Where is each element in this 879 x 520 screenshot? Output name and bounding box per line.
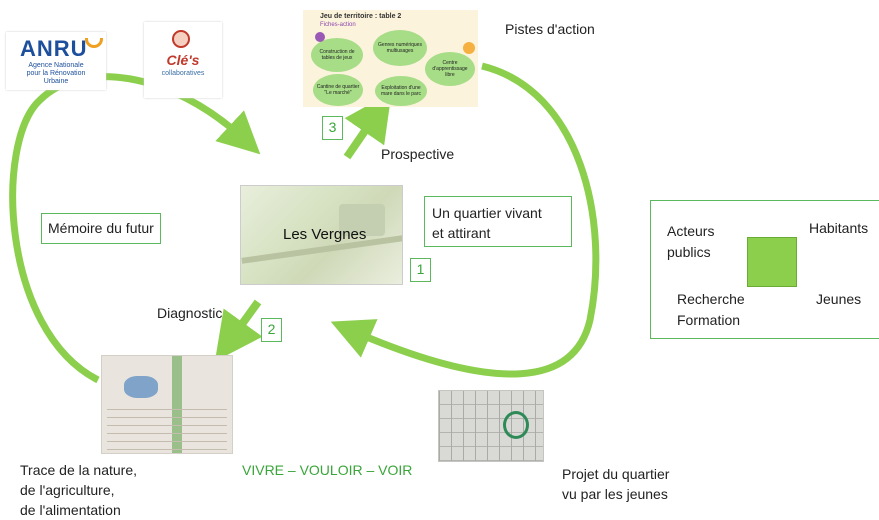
actors-legend: Acteurs publics Habitants Recherche Form…: [650, 200, 879, 339]
map-block: [339, 204, 385, 236]
anru-text-1: Agence Nationale: [28, 62, 84, 69]
memoire-box: Mémoire du futur: [41, 213, 161, 244]
drawing-green-circle: [503, 411, 529, 439]
anru-mark: ANRU: [20, 36, 88, 61]
step-3-badge: 3: [322, 116, 343, 140]
legend-green-square: [747, 237, 797, 287]
bubble-5: Exploitation d'une mare dans le parc: [375, 76, 427, 106]
bubble-2: Genres numériques multiusages: [373, 30, 427, 66]
prospective-arrow: [343, 92, 392, 160]
action-plan-card: Jeu de territoire : table 2 Fiches-actio…: [303, 10, 478, 107]
bubble-4: Cantine de quartier "Le marché": [313, 74, 363, 106]
anru-logo: ANRU Agence Nationale pour la Rénovation…: [6, 32, 106, 90]
drawing-blue-patch: [124, 376, 158, 398]
nature-trace-drawing: [101, 355, 233, 454]
diagnostic-label: Diagnostic: [157, 305, 223, 321]
lightbulb-icon: [463, 42, 475, 54]
pistes-label: Pistes d'action: [505, 21, 595, 37]
legend-jeunes: Jeunes: [816, 291, 862, 307]
quartier-box: Un quartier vivant et attirant: [424, 196, 572, 247]
drawing-green-strip: [172, 356, 182, 453]
paint-icon: [315, 32, 325, 42]
card-title: Jeu de territoire : table 2: [320, 13, 402, 20]
legend-recherche: Recherche Formation: [677, 291, 745, 328]
legend-habitants: Habitants: [809, 220, 869, 236]
anru-text-3: Urbaine: [43, 78, 69, 85]
cles-mark: Clé's: [166, 52, 200, 68]
right-loop-arrow: [330, 62, 600, 378]
card-subtitle: Fiches-action: [320, 22, 356, 28]
cles-sub: collaboratives: [161, 70, 205, 77]
diagnostic-arrow: [214, 299, 263, 362]
anru-smile-icon: [85, 38, 103, 48]
cles-face-icon: [172, 30, 190, 48]
youth-project-drawing: [438, 390, 544, 462]
bubble-3: Centre d'apprentissage libre: [425, 52, 475, 86]
vivre-label: VIVRE – VOULOIR – VOIR: [242, 462, 413, 478]
trace-caption: Trace de la nature, de l'agriculture, de…: [20, 462, 137, 518]
vergnes-map: Les Vergnes: [240, 185, 403, 285]
prospective-label: Prospective: [381, 146, 455, 162]
projet-caption: Projet du quartier vu par les jeunes: [562, 466, 670, 502]
step-1-badge: 1: [410, 258, 431, 282]
cles-logo: Clé's collaboratives: [144, 22, 222, 98]
bubble-1: Construction de tables de jeux: [311, 38, 363, 72]
drawing-lines: [107, 406, 227, 450]
anru-text-2: pour la Rénovation: [26, 70, 86, 77]
legend-acteurs: Acteurs publics: [667, 223, 715, 260]
vergnes-label: Les Vergnes: [283, 226, 367, 243]
step-2-badge: 2: [261, 318, 282, 342]
